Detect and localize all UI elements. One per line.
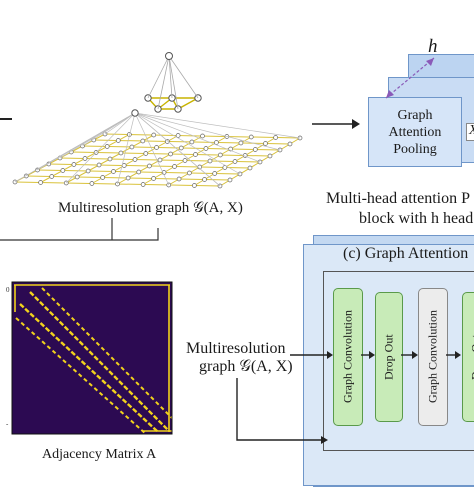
pool-link: [14, 112, 136, 183]
grid-node: [154, 145, 159, 150]
grid-node: [107, 156, 113, 162]
pool-link: [134, 112, 241, 175]
input-feed-arrow: [236, 378, 328, 444]
pool-link: [134, 112, 301, 139]
adjacency-matrix: 0 -: [6, 281, 173, 435]
grid-node: [207, 158, 213, 164]
attention-panel-title: (c) Graph Attention: [343, 245, 469, 262]
grid-node: [125, 175, 131, 181]
grid-node: [82, 156, 88, 161]
grid-node: [143, 151, 149, 156]
multiresolution-graph-illustration: [12, 52, 303, 189]
grid-node: [232, 159, 238, 164]
grid-node: [267, 153, 273, 159]
grid-node: [74, 174, 80, 180]
grid-node: [273, 135, 278, 140]
grid-node: [71, 162, 77, 167]
grid-node: [202, 177, 207, 182]
grid-node: [132, 157, 138, 162]
grid-node: [247, 165, 253, 171]
svg-text:0: 0: [6, 286, 10, 294]
grid-node: [187, 170, 192, 176]
grid-node: [140, 182, 146, 187]
grid-node: [189, 139, 195, 145]
pooling-side-label: X: [469, 123, 474, 139]
grid-node: [115, 138, 121, 143]
pooling-inner-box: [466, 123, 474, 141]
pooling-label-line-1: Graph: [397, 107, 433, 123]
grid-node: [176, 176, 182, 182]
grid-node: [147, 163, 152, 169]
grid-node: [151, 176, 156, 181]
bracket: [0, 218, 159, 241]
grid-node: [212, 171, 218, 176]
grid-node: [192, 183, 197, 188]
grid-node: [89, 181, 95, 186]
heads-symbol: h: [428, 36, 438, 57]
grid-node: [252, 147, 258, 152]
grid-node: [129, 144, 135, 150]
matrix-band: [19, 303, 159, 433]
top-level-node: [165, 52, 173, 60]
grid-node: [151, 132, 157, 138]
grid-node: [217, 152, 223, 158]
matrix-band: [15, 317, 147, 435]
pooling-label-line-3: Pooling: [393, 141, 437, 157]
pool-link: [134, 112, 281, 151]
grid-node: [172, 164, 177, 169]
grid-node: [136, 169, 142, 175]
grid-node: [193, 152, 198, 157]
grid-node: [111, 169, 116, 174]
layer-flow-arrows: [290, 351, 461, 359]
pooling-caption-line-1: Multi-head attention P: [326, 190, 470, 207]
grid-node: [248, 134, 254, 140]
pool-link: [66, 112, 136, 184]
grid-node: [214, 140, 219, 145]
pool-link: [134, 112, 261, 163]
grid-node: [121, 163, 127, 168]
incoming-arrow-stub: [0, 118, 12, 120]
matrix-caption: Adjacency Matrix A: [42, 447, 157, 462]
grid-node: [60, 168, 66, 173]
pool-link: [134, 112, 170, 186]
svg-text:-: -: [6, 420, 9, 428]
grid-node: [238, 140, 244, 146]
grid-node: [168, 151, 173, 157]
grid-node: [100, 175, 106, 180]
grid-node: [287, 141, 293, 147]
grid-node: [263, 141, 268, 146]
input-label-line-2: graph 𝒢(A, X): [199, 358, 293, 375]
grid-node: [164, 139, 170, 144]
arrow-to-pooling: [312, 119, 360, 129]
grid-node: [85, 168, 91, 174]
grid-node: [227, 177, 233, 183]
grid-node: [182, 158, 188, 163]
matrix-band: [29, 291, 169, 431]
matrix-band: [41, 287, 173, 419]
graph-caption: Multiresolution graph 𝒢(A, X): [58, 200, 243, 216]
grid-node: [157, 157, 163, 163]
heads-dimension-arrow: [385, 57, 435, 99]
grid-node: [203, 146, 209, 151]
pooling-caption-line-2: block with h head: [359, 210, 474, 227]
grid-node: [49, 174, 55, 179]
grid-node: [200, 133, 205, 139]
pooling-label-line-2: Attention: [388, 124, 442, 140]
pooling-block-front: Graph Attention Pooling: [368, 97, 462, 167]
pool-link: [134, 112, 221, 187]
grid-node: [118, 150, 124, 156]
grid-node: [104, 144, 110, 149]
grid-node: [96, 162, 102, 168]
grid-node: [38, 180, 43, 185]
grid-node: [178, 145, 184, 151]
grid-node: [175, 133, 181, 138]
grid-node: [140, 138, 146, 144]
input-label-line-1: Multiresolution: [186, 340, 286, 357]
pool-link: [117, 112, 136, 185]
attention-inner-frame: [323, 271, 474, 451]
